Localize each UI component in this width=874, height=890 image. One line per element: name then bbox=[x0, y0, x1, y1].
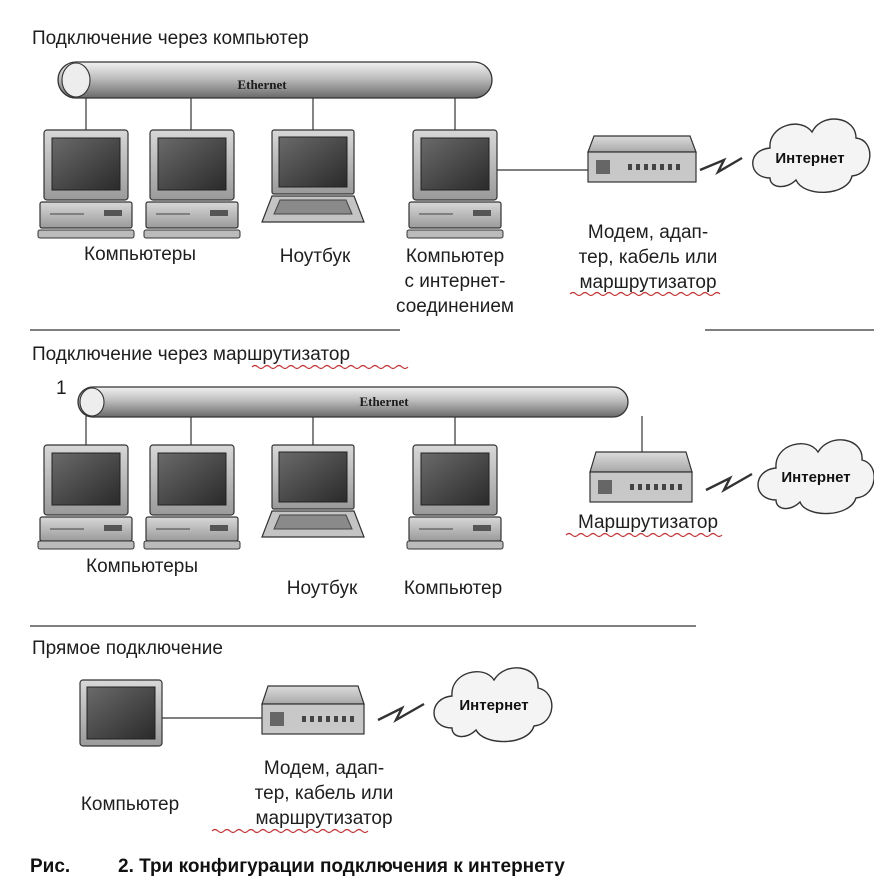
internet-cloud: Интернет bbox=[433, 667, 553, 743]
device-label-line1: Модем, адап- bbox=[264, 758, 384, 779]
desktop-computer bbox=[406, 129, 504, 239]
bus-connectors bbox=[85, 416, 643, 452]
cloud-label: Интернет bbox=[775, 150, 844, 167]
spellcheck-underline bbox=[569, 291, 721, 297]
monitor-computer bbox=[79, 679, 163, 747]
modem-device bbox=[261, 685, 365, 735]
device-label-line3: маршрутизатор bbox=[255, 808, 392, 829]
computers-label: Компьютеры bbox=[86, 556, 198, 577]
router-device bbox=[589, 451, 693, 503]
wireless-link-icon bbox=[705, 472, 753, 494]
cloud-label: Интернет bbox=[781, 469, 850, 486]
host-label-line3: соединением bbox=[396, 296, 514, 317]
bus-connectors bbox=[85, 96, 588, 171]
device-label-line3: маршрутизатор bbox=[579, 272, 716, 293]
notebook bbox=[261, 129, 365, 223]
wireless-link-icon bbox=[377, 702, 425, 724]
notebook-label: Ноутбук bbox=[287, 578, 358, 599]
ethernet-bus: Ethernet bbox=[57, 61, 493, 99]
bus-label: Ethernet bbox=[237, 77, 287, 92]
device-label-line2: тер, кабель или bbox=[579, 247, 718, 268]
marker-label: 1 bbox=[56, 378, 67, 399]
desktop-computer bbox=[37, 129, 135, 239]
host-label-line1: Компьютер bbox=[406, 246, 504, 267]
section-via-computer: Подключение через компьютер Ethernet bbox=[32, 28, 871, 317]
figure-caption: Рис. 2. Три конфигурации подключения к и… bbox=[30, 856, 565, 877]
caption-prefix: Рис. bbox=[30, 856, 70, 877]
internet-cloud: Интернет bbox=[757, 439, 874, 515]
computer-label: Компьютер bbox=[81, 794, 179, 815]
section-title: Подключение через маршрутизатор bbox=[32, 344, 350, 365]
internet-cloud: Интернет bbox=[752, 118, 871, 193]
caption-text: 2. Три конфигурации подключения к интерн… bbox=[118, 856, 565, 877]
notebook bbox=[261, 444, 365, 538]
device-label-line1: Модем, адап- bbox=[588, 222, 708, 243]
desktop-computer bbox=[37, 444, 135, 550]
desktop-computer bbox=[143, 444, 241, 550]
router-label: Маршрутизатор bbox=[578, 512, 718, 533]
computers-label: Компьютеры bbox=[84, 244, 196, 265]
ethernet-bus: Ethernet bbox=[77, 386, 629, 418]
desktop-computer bbox=[143, 129, 241, 239]
desktop-computer bbox=[406, 444, 504, 550]
host-label-line2: с интернет- bbox=[405, 271, 506, 292]
computer-label: Компьютер bbox=[404, 578, 502, 599]
bus-label: Ethernet bbox=[359, 394, 409, 409]
spellcheck-underline bbox=[565, 532, 723, 538]
modem-device bbox=[587, 135, 697, 183]
section-direct: Прямое подключение Интернет Компьютер Мо… bbox=[32, 638, 553, 834]
device-label-line2: тер, кабель или bbox=[255, 783, 394, 804]
notebook-label: Ноутбук bbox=[280, 246, 351, 267]
wireless-link-icon bbox=[699, 156, 743, 176]
cloud-label: Интернет bbox=[459, 697, 528, 714]
spellcheck-underline bbox=[251, 364, 409, 370]
spellcheck-underline bbox=[211, 828, 369, 834]
section-title: Подключение через компьютер bbox=[32, 28, 309, 49]
section-title: Прямое подключение bbox=[32, 638, 223, 659]
section-via-router: Подключение через маршрутизатор 1 Ethern… bbox=[32, 344, 874, 599]
